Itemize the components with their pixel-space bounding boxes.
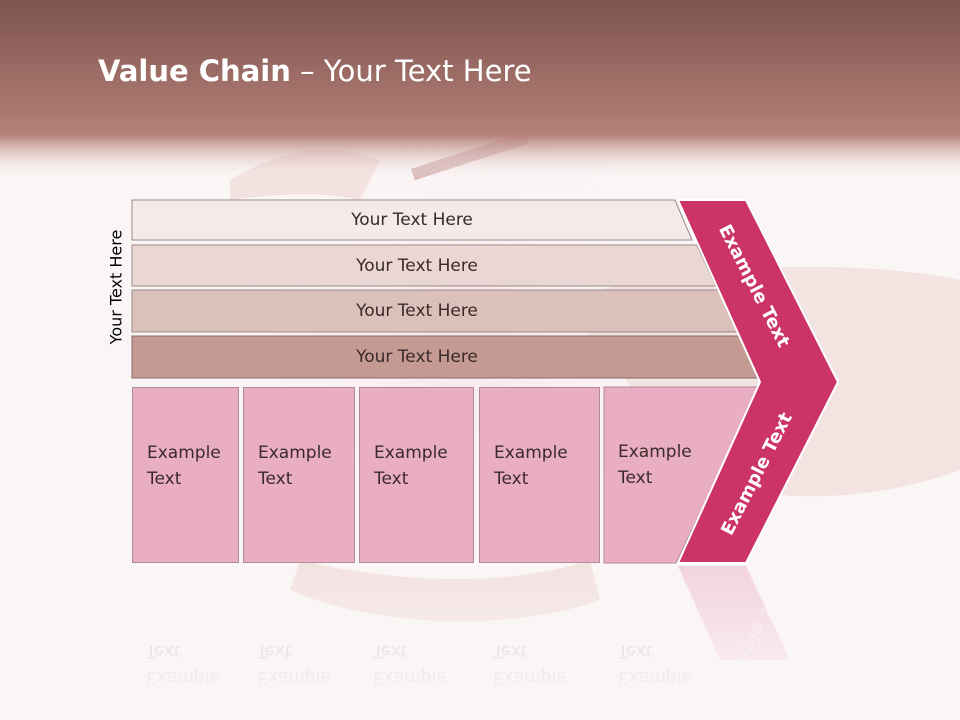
- bar-shape-1: [131, 199, 693, 241]
- column-4-label: Example Text: [494, 443, 568, 489]
- reflection-fade: [0, 560, 960, 720]
- column-1-label: Example Text: [147, 443, 221, 489]
- bar-4-label: Your Text Here: [356, 347, 478, 367]
- column-2: Example Text: [243, 387, 355, 563]
- bar-4: Your Text Here: [132, 336, 702, 378]
- bar-1-label: Your Text Here: [351, 210, 473, 230]
- side-label-text: Your Text Here: [106, 229, 126, 345]
- column-5-label: Example Text: [618, 442, 692, 488]
- column-4: Example Text: [479, 387, 600, 563]
- bar-2: Your Text Here: [132, 245, 702, 286]
- title-bold: Value Chain: [98, 54, 291, 88]
- column-3: Example Text: [359, 387, 474, 563]
- bar-3: Your Text Here: [132, 290, 702, 332]
- column-3-label: Example Text: [374, 443, 448, 489]
- bar-1: Your Text Here: [132, 200, 692, 240]
- column-2-label: Example Text: [258, 443, 332, 489]
- bar-3-label: Your Text Here: [356, 301, 478, 321]
- bar-2-label: Your Text Here: [356, 255, 478, 276]
- column-1: Example Text: [132, 387, 239, 563]
- column-5: Example Text: [604, 387, 760, 563]
- header-band: [0, 0, 960, 180]
- value-chain-bars: [131, 199, 764, 564]
- title-rest: – Your Text Here: [300, 54, 532, 88]
- slide-title: Value Chain – Your Text Here: [98, 54, 532, 88]
